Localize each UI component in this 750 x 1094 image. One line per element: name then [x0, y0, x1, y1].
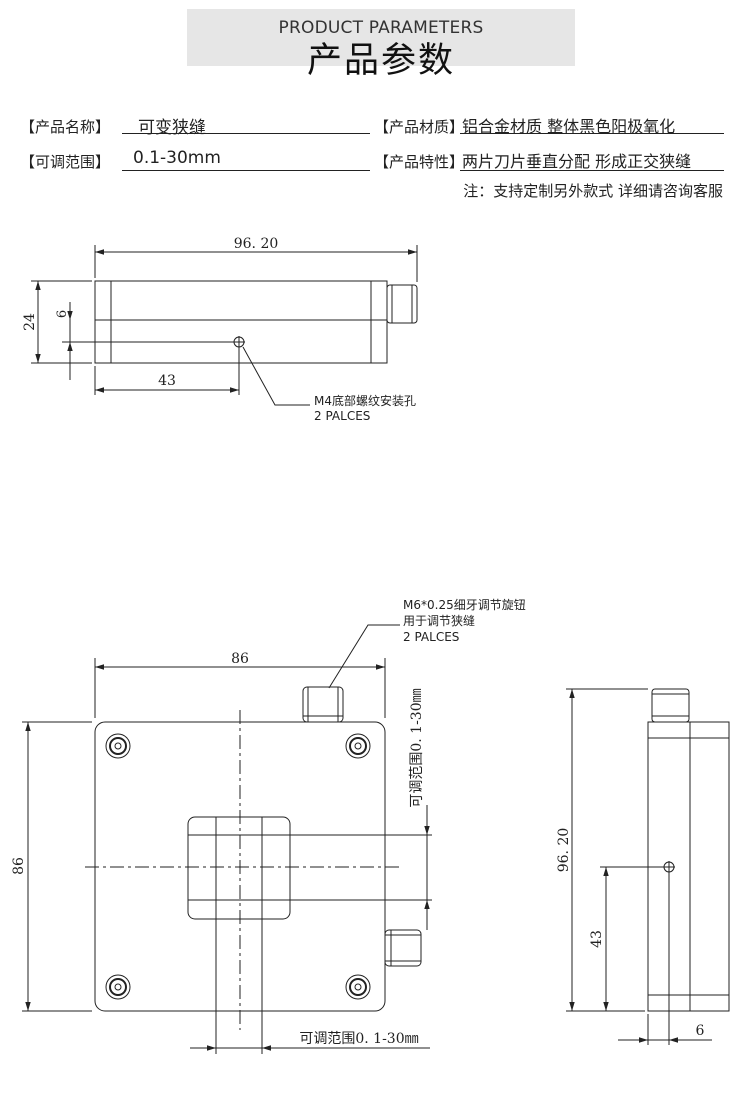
range-vertical-label: 可调范围0. 1-30㎜	[408, 688, 425, 807]
feature-value: 两片刀片垂直分配 形成正交狭缝	[462, 152, 692, 171]
side-hole-pos-dim: 43	[589, 930, 605, 948]
front-height-dim: 86	[11, 857, 27, 875]
front-view	[22, 624, 432, 1054]
top-view	[31, 245, 418, 406]
name-label: 【产品名称】	[20, 118, 111, 136]
range-value: 0.1-30mm	[133, 148, 221, 168]
slit-window	[187, 816, 291, 920]
material-label: 【产品材质】	[374, 118, 465, 136]
screw-icon	[105, 733, 371, 1000]
material-value: 铝合金材质 整体黑色阳极氧化	[462, 117, 676, 136]
range-underline	[122, 170, 370, 171]
title-chinese: 产品参数	[306, 41, 455, 81]
material-underline	[460, 133, 724, 134]
mount-callout-line1: M4底部螺纹安装孔	[314, 393, 416, 408]
title-banner: PRODUCT PARAMETERS 产品参数	[187, 9, 575, 81]
name-underline	[122, 133, 370, 134]
top-hole-pos-dim: 43	[158, 373, 176, 389]
feature-underline	[460, 170, 724, 171]
knob-callout-line1: M6*0.25细牙调节旋钮	[403, 597, 526, 612]
top-height-dim: 24	[22, 313, 38, 331]
side-view	[566, 688, 730, 1045]
range-label: 【可调范围】	[20, 153, 111, 171]
front-width-dim: 86	[231, 651, 249, 667]
custom-note: 注：支持定制另外款式 详细请咨询客服	[463, 182, 723, 200]
side-height-dim: 96. 20	[556, 828, 572, 873]
title-english: PRODUCT PARAMETERS	[278, 18, 484, 38]
top-view-body	[94, 280, 388, 364]
mount-callout-line2: 2 PALCES	[314, 409, 370, 423]
side-offset-dim: 6	[696, 1023, 705, 1039]
top-offset-dim: 6	[55, 310, 70, 318]
top-length-dim: 96. 20	[234, 236, 279, 252]
side-knob	[384, 929, 422, 967]
range-horizontal-label: 可调范围0. 1-30㎜	[299, 1030, 418, 1047]
top-view-knob	[386, 284, 418, 324]
knob-callout-line3: 2 PALCES	[403, 630, 459, 644]
top-knob	[302, 686, 344, 723]
knob-callout-line2: 用于调节狭缝	[403, 613, 475, 628]
feature-label: 【产品特性】	[374, 153, 465, 171]
side-view-knob	[651, 688, 690, 723]
